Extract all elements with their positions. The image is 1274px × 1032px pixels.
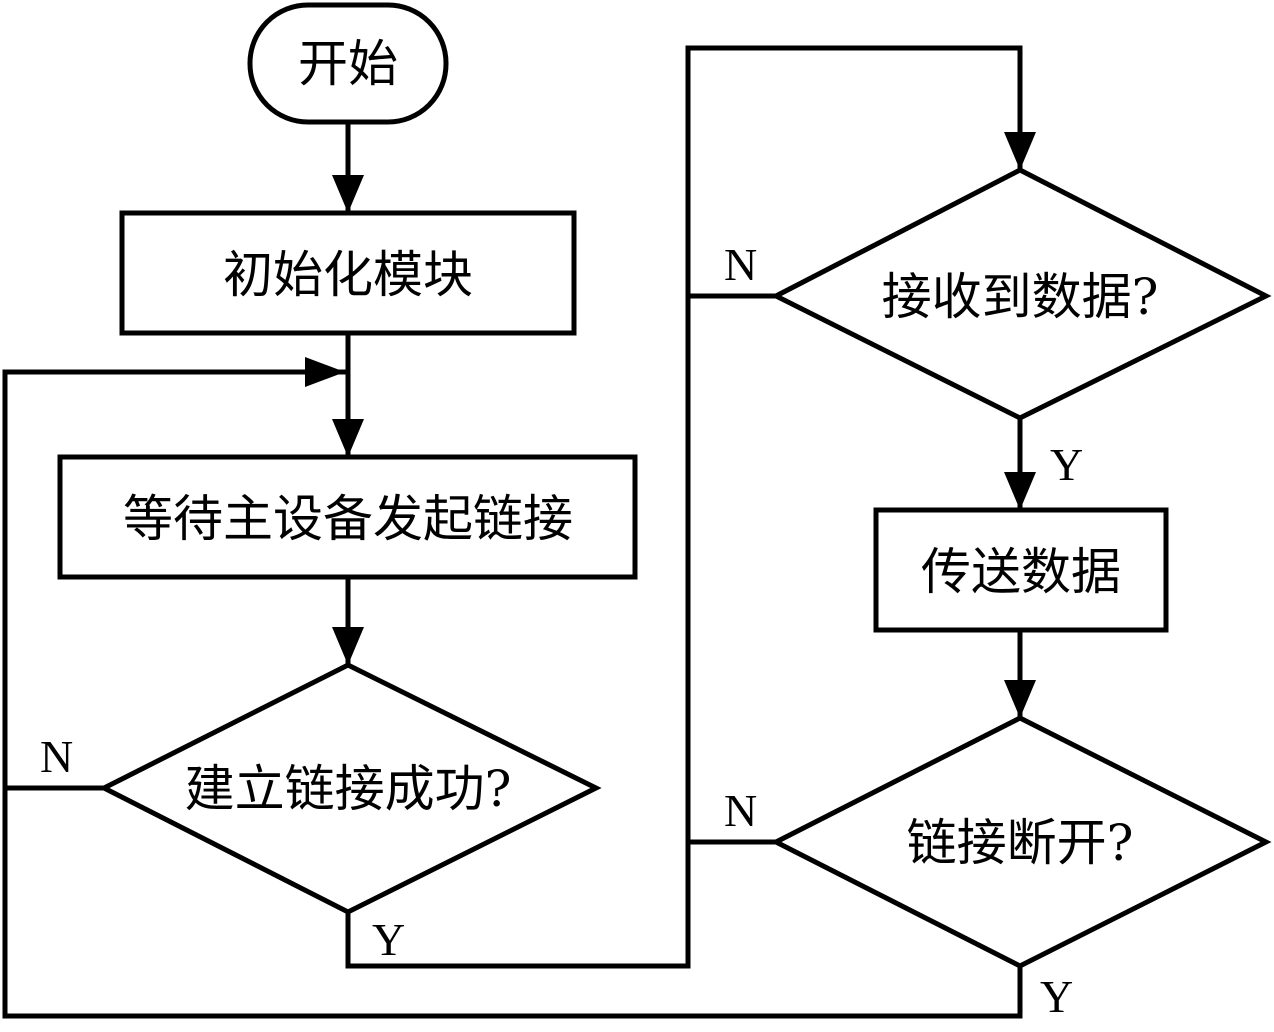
- start-node: 开始: [247, 2, 449, 125]
- arrowhead-received-to-transfer: [1004, 472, 1036, 510]
- disconnected-diamond: [770, 715, 1272, 969]
- connected-yes-label: Y: [372, 914, 405, 965]
- connected-diamond: [98, 662, 602, 915]
- received-yes-label: Y: [1050, 439, 1083, 490]
- arrowhead-transfer-to-disconnected: [1004, 680, 1036, 718]
- path-disconnected-yes: [2, 788, 1023, 1019]
- init-box: [119, 210, 577, 336]
- arrowhead-wait-to-connected: [332, 627, 364, 665]
- disconnected-label: 链接断开?: [907, 814, 1134, 872]
- start-terminal-shape: [247, 2, 449, 125]
- transfer-box: [873, 507, 1169, 633]
- connectors: [2, 45, 1036, 1019]
- init-node: 初始化模块: [119, 210, 577, 336]
- wait-node: 等待主设备发起链接: [57, 454, 638, 580]
- arrowhead-to-received: [1004, 132, 1036, 170]
- transfer-label: 传送数据: [921, 543, 1121, 601]
- received-no-label: N: [724, 239, 757, 290]
- wait-label: 等待主设备发起链接: [123, 490, 573, 548]
- disconnected-no-label: N: [724, 785, 757, 836]
- path-connected-yes: [345, 45, 1023, 969]
- wait-box: [57, 454, 638, 580]
- received-label: 接收到数据?: [882, 268, 1159, 326]
- received-diamond: [770, 167, 1272, 421]
- transfer-node: 传送数据: [873, 507, 1169, 633]
- init-label: 初始化模块: [223, 246, 473, 304]
- disconnected-yes-label: Y: [1040, 971, 1073, 1022]
- connected-decision: 建立链接成功?: [98, 662, 602, 915]
- start-label: 开始: [298, 35, 398, 93]
- loop-connected-no: [2, 369, 348, 791]
- branch-labels: N Y N Y N Y: [40, 239, 1083, 1022]
- disconnected-decision: 链接断开?: [770, 715, 1272, 969]
- arrowhead-loop-connected-no: [305, 357, 345, 387]
- connected-label: 建立链接成功?: [185, 760, 512, 818]
- arrowhead-start-to-init: [332, 175, 364, 213]
- connected-no-label: N: [40, 731, 73, 782]
- received-decision: 接收到数据?: [770, 167, 1272, 421]
- arrowhead-init-to-wait: [332, 419, 364, 457]
